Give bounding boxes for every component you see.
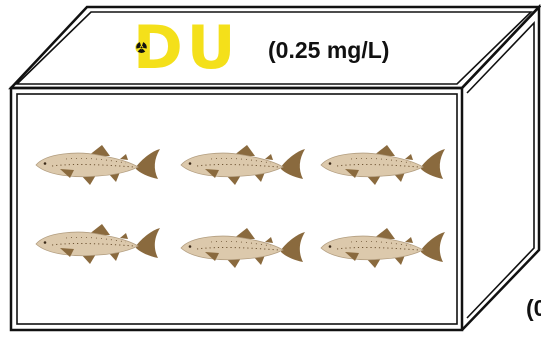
fish-icon — [181, 145, 305, 185]
fish-icon — [36, 145, 160, 185]
partial-concentration-label: (0 — [526, 294, 541, 324]
concentration-label: (0.25 mg/L) — [268, 36, 389, 64]
tank-front-face — [11, 88, 462, 330]
contaminant-label: DU — [133, 18, 240, 78]
radiation-trefoil-icon — [135, 41, 148, 54]
fish-icon — [36, 224, 160, 264]
fish-icon — [321, 145, 445, 185]
fish-icon — [181, 228, 305, 268]
fish-icon — [321, 228, 445, 268]
